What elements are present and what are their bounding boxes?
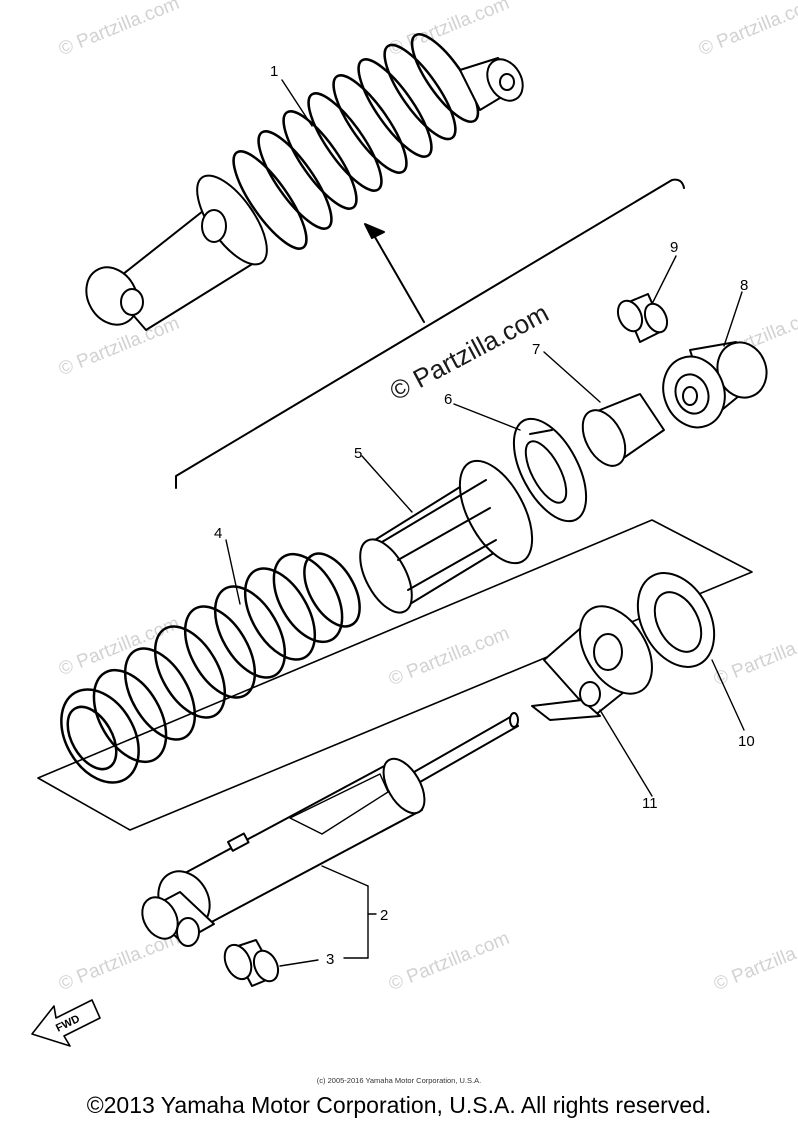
callout-9: 9 [670, 239, 678, 256]
part-5-dust-cover [359, 459, 534, 614]
part-2-damper [141, 712, 519, 947]
part-4-spring [60, 552, 361, 784]
callout-1: 1 [270, 63, 278, 80]
fwd-arrow-icon: FWD [31, 999, 101, 1047]
part-10-washer [636, 572, 716, 668]
leader-lines [225, 79, 745, 967]
part-1-shock-assembly [85, 33, 524, 331]
small-copyright: (c) 2005-2016 Yamaha Motor Corporation, … [316, 1076, 482, 1085]
callout-5: 5 [354, 445, 362, 462]
part-3-collar [223, 939, 280, 987]
part-6-spring-seat-washer [512, 417, 588, 523]
part-9-collar [616, 293, 669, 343]
part-7-bump-stop [581, 393, 665, 467]
callout-4: 4 [214, 525, 222, 542]
callout-6: 6 [444, 391, 452, 408]
copyright-notice: ©2013 Yamaha Motor Corporation, U.S.A. A… [86, 1092, 712, 1118]
callout-numbers: 1 2 3 4 5 6 7 8 9 10 11 [214, 63, 755, 968]
callout-11: 11 [642, 795, 658, 812]
part-8-rubber-bushing [662, 341, 768, 429]
callout-10: 10 [738, 733, 755, 750]
callout-2: 2 [380, 907, 388, 924]
callout-7: 7 [532, 341, 540, 358]
callout-3: 3 [326, 951, 334, 968]
part-11-spring-adjuster [531, 605, 653, 721]
callout-8: 8 [740, 277, 748, 294]
